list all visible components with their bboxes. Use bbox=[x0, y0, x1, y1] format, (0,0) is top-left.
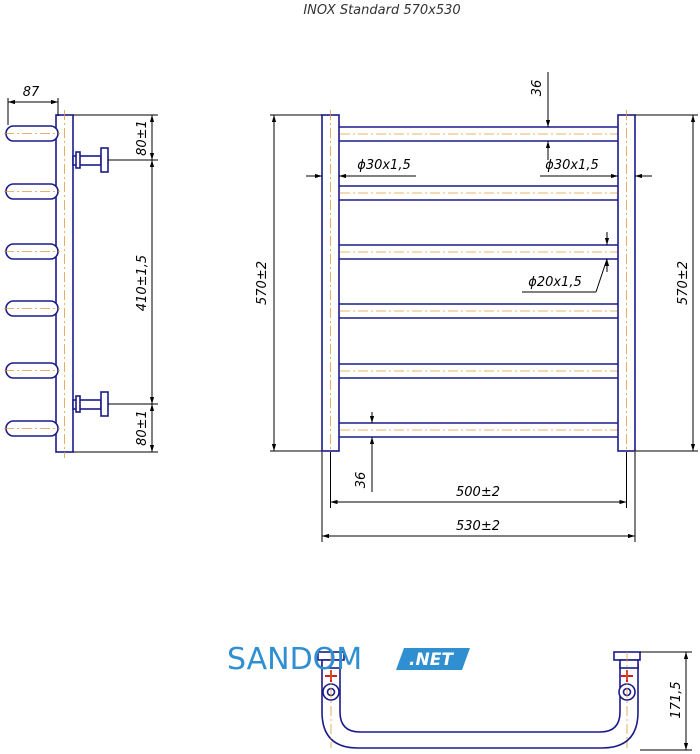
brand-tld-badge bbox=[396, 648, 470, 670]
side-crossbars bbox=[4, 125, 60, 437]
front-crossbar-diameter: ϕ20x1,5 bbox=[528, 275, 582, 290]
front-view: 36 ϕ30x1,5 ϕ30x1,5 ϕ20x1,5 570±2 570±2 3… bbox=[255, 72, 698, 542]
front-top-gap-dim: 36 bbox=[530, 80, 545, 97]
front-height-left-dim: 570±2 bbox=[255, 261, 270, 305]
drawing-title: INOX Standard 570x530 bbox=[303, 3, 460, 18]
side-bottom-offset-dim: 80±1 bbox=[135, 410, 150, 446]
front-outer-width-dim: 530±2 bbox=[456, 519, 500, 534]
side-depth-dim: 87 bbox=[23, 85, 40, 100]
front-bottom-gap-dim: 36 bbox=[354, 472, 369, 489]
top-projection-dim: 171,5 bbox=[669, 681, 684, 718]
side-connector-top bbox=[72, 147, 109, 173]
brand-watermark: SANDOM .NET bbox=[227, 642, 470, 677]
brand-tld: .NET bbox=[409, 650, 454, 670]
side-connection-spacing-dim: 410±1,5 bbox=[135, 255, 150, 311]
front-crossbars bbox=[322, 126, 636, 438]
brand-name: SANDOM bbox=[227, 642, 362, 677]
side-top-offset-dim: 80±1 bbox=[135, 120, 150, 156]
side-connector-bottom bbox=[72, 391, 109, 417]
front-height-right-dim: 570±2 bbox=[676, 261, 691, 305]
top-view: 171,5 bbox=[317, 651, 692, 751]
top-u-tube bbox=[321, 663, 639, 749]
side-view: 87 80±1 410±1,5 80±1 bbox=[4, 85, 158, 458]
front-inner-width-dim: 500±2 bbox=[456, 485, 500, 500]
front-right-tube-diameter: ϕ30x1,5 bbox=[545, 158, 599, 173]
front-left-tube-diameter: ϕ30x1,5 bbox=[357, 158, 411, 173]
